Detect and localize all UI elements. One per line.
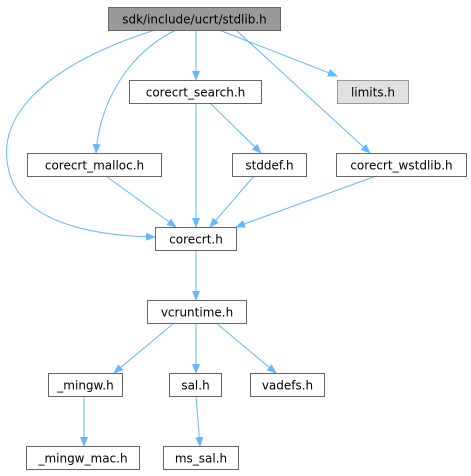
edge-vcruntime-to-mingw: [113, 322, 175, 374]
node-box: [26, 446, 140, 470]
node-label: _mingw.h: [56, 379, 113, 393]
node-mingw-mac[interactable]: _mingw_mac.h: [26, 446, 140, 470]
edge-stdlib-to-corecrt_wstdlib: [235, 29, 371, 154]
node-box: [232, 153, 307, 177]
node-stddef[interactable]: stddef.h: [232, 153, 307, 177]
node-box: [27, 153, 162, 177]
node-corecrt[interactable]: corecrt.h: [155, 227, 237, 251]
node-stdlib[interactable]: sdk/include/ucrt/stdlib.h: [108, 7, 281, 31]
node-box: [337, 80, 409, 104]
edge-corecrt_search-to-stddef: [209, 102, 262, 154]
edges-layer: [6, 29, 377, 447]
edge-sal-to-ms_sal: [195, 395, 204, 447]
node-corecrt-wstdlib[interactable]: corecrt_wstdlib.h: [336, 153, 467, 177]
node-box: [48, 373, 123, 397]
node-mingw[interactable]: _mingw.h: [48, 373, 123, 397]
edge-stdlib-to-corecrt_malloc: [92, 29, 177, 154]
edge-corecrt_malloc-to-corecrt: [105, 175, 177, 228]
node-label: corecrt_search.h: [146, 86, 246, 100]
node-ms-sal[interactable]: ms_sal.h: [163, 446, 239, 470]
node-box: [163, 446, 239, 470]
node-box: [169, 373, 222, 397]
node-label: stddef.h: [245, 159, 293, 173]
node-limits: limits.h: [337, 80, 409, 104]
node-label: corecrt.h: [169, 233, 223, 247]
node-label: ms_sal.h: [175, 452, 227, 466]
edge-vcruntime-to-vadefs: [215, 322, 277, 374]
node-sal[interactable]: sal.h: [169, 373, 222, 397]
node-box: [108, 7, 281, 31]
node-box: [155, 227, 237, 251]
node-box: [147, 300, 247, 324]
node-label: sdk/include/ucrt/stdlib.h: [122, 13, 267, 27]
node-corecrt-malloc[interactable]: corecrt_malloc.h: [27, 153, 162, 177]
node-corecrt-search[interactable]: corecrt_search.h: [129, 80, 262, 104]
node-label: sal.h: [181, 379, 209, 393]
node-label: limits.h: [351, 86, 395, 100]
edge-corecrt_wstdlib-to-corecrt: [235, 175, 377, 228]
node-box: [336, 153, 467, 177]
node-label: _mingw_mac.h: [37, 452, 127, 466]
node-vadefs[interactable]: vadefs.h: [250, 373, 325, 397]
edge-stdlib-to-limits: [218, 29, 338, 77]
node-box: [129, 80, 262, 104]
node-label: corecrt_wstdlib.h: [350, 159, 452, 173]
edge-stddef-to-corecrt: [209, 175, 255, 228]
edge-stdlib-to-corecrt: [6, 29, 156, 241]
node-label: corecrt_malloc.h: [45, 159, 144, 173]
node-box: [250, 373, 325, 397]
node-label: vcruntime.h: [161, 306, 233, 320]
node-label: vadefs.h: [262, 379, 313, 393]
nodes-layer: sdk/include/ucrt/stdlib.h corecrt_search.…: [26, 7, 467, 470]
node-vcruntime[interactable]: vcruntime.h: [147, 300, 247, 324]
